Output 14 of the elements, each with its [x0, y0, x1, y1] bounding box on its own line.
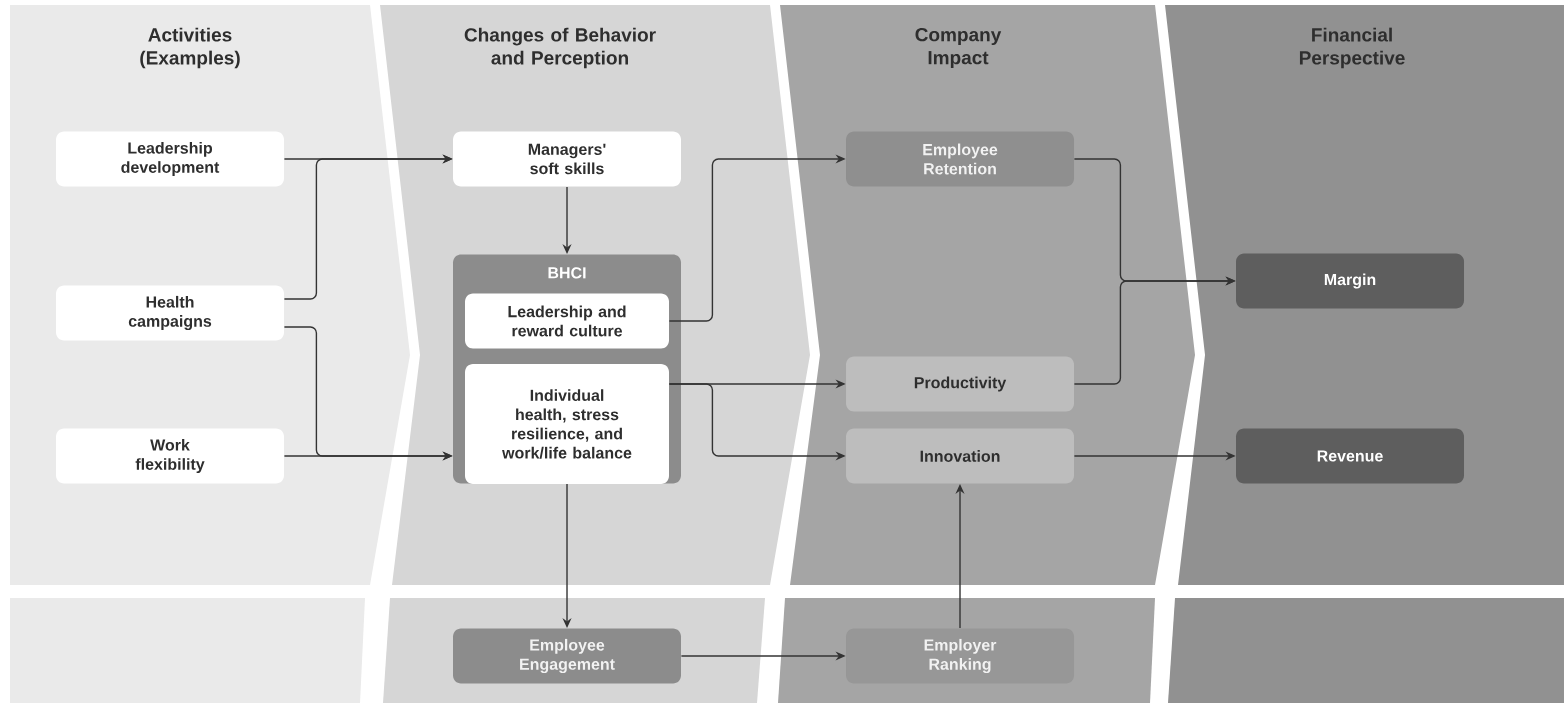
activity-box: Health campaigns — [56, 285, 284, 341]
ranking-box: Employer Ranking — [846, 628, 1074, 684]
engagement-box: Employee Engagement — [453, 628, 681, 684]
behavior-box: Managers' soft skills — [453, 131, 681, 187]
impact-box: Innovation — [846, 428, 1074, 484]
behavior-box: Individual health, stress resilience, and work/life balance — [465, 364, 669, 484]
row-band — [1168, 598, 1564, 703]
financial-box: Revenue — [1236, 428, 1464, 484]
impact-box: Productivity — [846, 356, 1074, 412]
impact-box: Employee Retention — [846, 131, 1074, 187]
financial-box: Margin — [1236, 253, 1464, 309]
activity-box: Work flexibility — [56, 428, 284, 484]
activity-box: Leadership development — [56, 131, 284, 187]
behavior-box: Leadership and reward culture — [465, 293, 669, 349]
